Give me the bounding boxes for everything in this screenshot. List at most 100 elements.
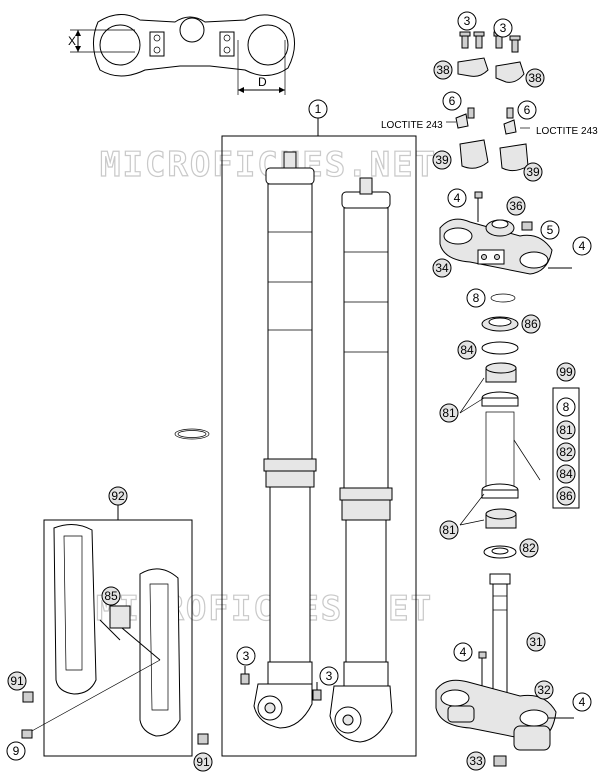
bearing-race-upper (481, 391, 519, 407)
svg-text:3: 3 (326, 669, 333, 683)
callout-33: 33 (466, 751, 486, 771)
callout-34: 34 (432, 258, 452, 278)
callout-84: 84 (457, 340, 477, 360)
dust-seal-86 (481, 316, 519, 332)
svg-text:4: 4 (454, 191, 461, 205)
kit-item-1: 8 (556, 397, 576, 417)
svg-text:6: 6 (524, 103, 531, 117)
callout-4-lower-right: 4 (572, 692, 592, 712)
callout-4-lower-left: 4 (453, 642, 473, 662)
top-screws (459, 31, 521, 53)
callout-91-left: 91 (7, 671, 27, 691)
callout-3-top-left: 3 (457, 11, 477, 31)
handlebar-mount-right (499, 143, 529, 172)
svg-text:1: 1 (315, 102, 322, 116)
callout-92: 92 (108, 486, 128, 506)
steering-stem (489, 573, 511, 695)
fork-protector-left (53, 524, 97, 695)
svg-text:36: 36 (509, 199, 523, 213)
svg-text:92: 92 (111, 489, 125, 503)
callout-81-upper: 81 (439, 403, 459, 423)
callout-38-left: 38 (433, 60, 453, 80)
svg-text:85: 85 (104, 589, 118, 603)
svg-text:86: 86 (524, 317, 538, 331)
screw-91-left (22, 691, 34, 703)
callout-39-left: 39 (432, 150, 452, 170)
o-ring (174, 428, 210, 440)
svg-text:4: 4 (579, 695, 586, 709)
handlebar-clamp-upper-right (495, 61, 525, 83)
kit-item-2: 81 (556, 420, 576, 440)
svg-text:81: 81 (442, 523, 456, 537)
svg-text:84: 84 (559, 467, 573, 481)
steering-head-tube (485, 411, 541, 487)
kit-box-99 (552, 387, 580, 509)
fork-leg-left (253, 151, 317, 729)
svg-text:6: 6 (449, 94, 456, 108)
svg-text:3: 3 (464, 14, 471, 28)
callout-82: 82 (519, 538, 539, 558)
callout-91-right: 91 (193, 752, 213, 772)
svg-text:91: 91 (10, 674, 24, 688)
leader-lines (446, 121, 530, 526)
svg-text:38: 38 (528, 71, 542, 85)
callout-39-right: 39 (523, 162, 543, 182)
insert-right (503, 119, 517, 135)
handlebar-mount-left (459, 139, 489, 169)
dimension-label-d: D (258, 75, 267, 89)
svg-text:34: 34 (435, 261, 449, 275)
fork-leg-right (329, 177, 393, 743)
svg-text:31: 31 (529, 635, 543, 649)
callout-81-lower: 81 (439, 520, 459, 540)
svg-text:38: 38 (436, 63, 450, 77)
fork-bottom-screws (240, 666, 322, 701)
svg-text:86: 86 (559, 489, 573, 503)
callout-38-right: 38 (525, 68, 545, 88)
kit-item-5: 86 (556, 486, 576, 506)
svg-text:5: 5 (547, 223, 554, 237)
callout-85: 85 (101, 586, 121, 606)
o-ring-8 (490, 293, 516, 303)
svg-text:4: 4 (460, 645, 467, 659)
kit-item-4: 84 (556, 464, 576, 484)
callout-4-upper-left: 4 (447, 188, 467, 208)
svg-text:33: 33 (469, 754, 483, 768)
callout-3-fork-left: 3 (236, 646, 256, 666)
svg-text:84: 84 (460, 343, 474, 357)
upper-triple-clamp (439, 191, 572, 275)
insert-left (455, 113, 469, 129)
nut-9 (21, 729, 33, 739)
bearing-upper (485, 362, 517, 383)
callout-99: 99 (556, 362, 576, 382)
callout-3-fork-right: 3 (319, 666, 339, 686)
kit-item-3: 82 (556, 442, 576, 462)
lower-triple-clamp (435, 651, 574, 751)
svg-text:3: 3 (243, 649, 250, 663)
callout-5: 5 (540, 220, 560, 240)
callout-1: 1 (308, 99, 328, 119)
bearing-race-lower (481, 483, 519, 499)
callout-6-left: 6 (442, 91, 462, 111)
triple-clamp-dimension-sketch (70, 14, 295, 95)
callout-36: 36 (506, 196, 526, 216)
svg-text:4: 4 (579, 239, 586, 253)
callout-86: 86 (521, 314, 541, 334)
loctite-label-right: LOCTITE 243 (536, 126, 598, 137)
callout-31: 31 (526, 632, 546, 652)
seal-ring-84 (481, 341, 519, 355)
svg-text:82: 82 (559, 445, 573, 459)
svg-text:81: 81 (559, 423, 573, 437)
fork-assembly-frame (221, 135, 417, 757)
stem-bolt-33 (493, 755, 507, 767)
callout-6-right: 6 (517, 100, 537, 120)
svg-text:9: 9 (13, 744, 20, 758)
handlebar-clamp-upper-left (457, 57, 489, 77)
svg-text:39: 39 (435, 153, 449, 167)
svg-text:8: 8 (473, 291, 480, 305)
callout-9: 9 (6, 741, 26, 761)
svg-text:99: 99 (559, 365, 573, 379)
cable-guide-85 (99, 605, 161, 661)
fork-protector-right (139, 568, 181, 737)
callout-32: 32 (534, 680, 554, 700)
